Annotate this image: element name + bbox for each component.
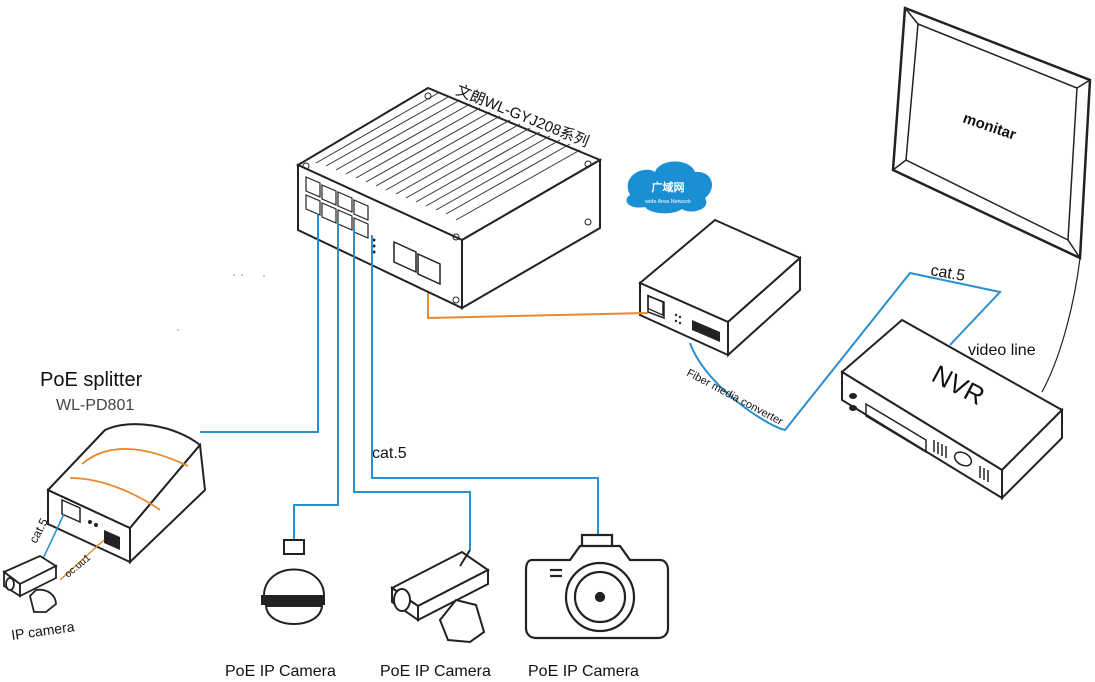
video-line-label: video line <box>968 342 1036 359</box>
dome-camera <box>261 539 326 625</box>
camera-label-1: PoE IP Camera <box>225 663 336 680</box>
nvr: NVR <box>840 318 1064 501</box>
cat5-converter-nvr <box>689 271 1002 432</box>
splitter-power-out <box>59 539 105 581</box>
wan-cloud: 广域网 wide Area Network <box>626 161 713 214</box>
cloud-subtitle: wide Area Network <box>644 199 691 205</box>
cable-to-splitter <box>200 215 319 433</box>
monitor: monitar <box>891 6 1092 260</box>
cable-to-dome <box>293 222 339 540</box>
splitter-out-label: oc.uu1 <box>63 552 93 580</box>
fiber-media-converter <box>638 218 802 358</box>
poe-splitter <box>46 422 207 565</box>
converter-label: Fiber media converter <box>685 367 785 428</box>
splitter-model: WL-PD801 <box>56 397 134 414</box>
splitter-title: PoE splitter <box>40 369 143 391</box>
cat5-cables <box>200 215 599 550</box>
cat5-top-label: cat.5 <box>929 262 966 285</box>
ip-camera-small <box>2 554 58 613</box>
cloud-title: 广域网 <box>652 180 685 194</box>
camera-label-3: PoE IP Camera <box>528 663 639 680</box>
poe-switch <box>295 86 603 310</box>
cat5-mid-label: cat.5 <box>372 445 407 462</box>
ip-camera-label: IP camera <box>10 618 75 643</box>
cable-to-dslr <box>371 235 599 535</box>
dslr-camera <box>524 533 670 640</box>
camera-label-2: PoE IP Camera <box>380 663 491 680</box>
cable-to-bullet <box>353 228 471 550</box>
video-line-cable <box>1041 257 1081 393</box>
splitter-cat5-out <box>39 513 65 566</box>
bullet-camera <box>390 549 490 644</box>
